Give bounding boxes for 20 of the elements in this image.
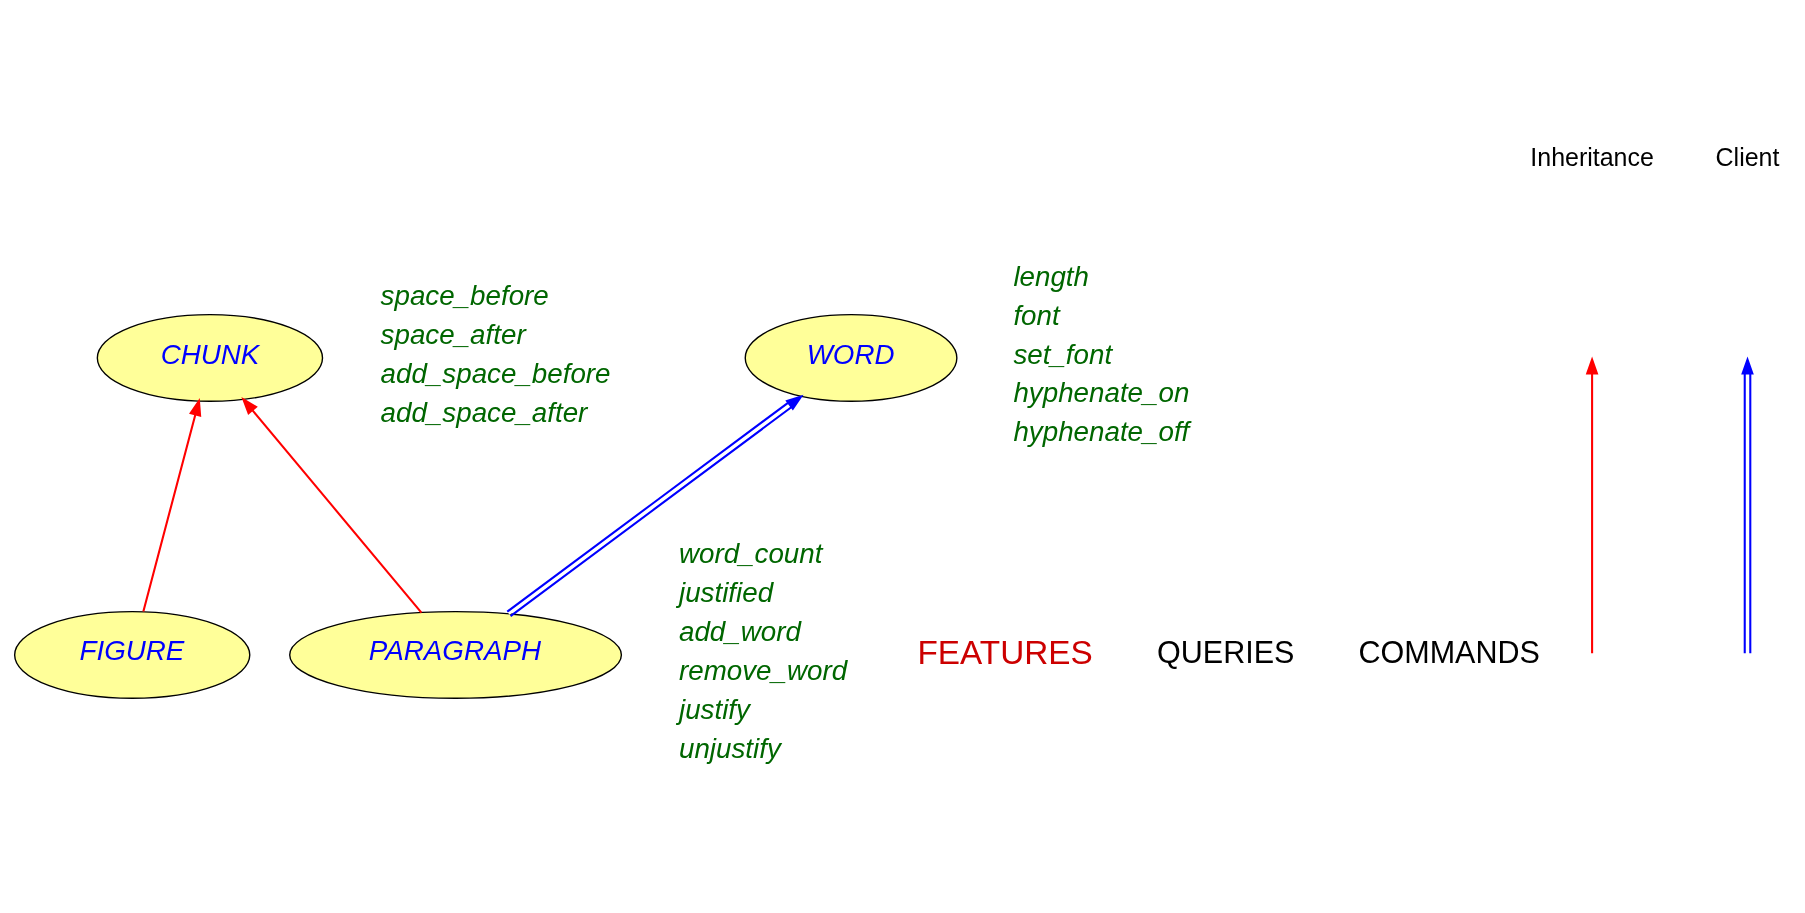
legend-label: Client xyxy=(1715,142,1780,171)
node-label: word_count xyxy=(678,538,823,570)
node-label: justify xyxy=(678,693,750,725)
node-label: set_font xyxy=(1013,338,1113,370)
legend-label: Inheritance xyxy=(1530,142,1654,171)
label: FEATURES xyxy=(917,633,1093,671)
node-label: remove_word xyxy=(678,654,848,686)
node-label: space_after xyxy=(380,319,526,351)
label: COMMANDS xyxy=(1358,634,1540,669)
node-label: justified xyxy=(678,577,774,609)
node-label: hyphenate_on xyxy=(1013,377,1190,409)
node-label: hyphenate_off xyxy=(1013,416,1190,448)
label: QUERIES xyxy=(1157,634,1295,669)
node-label: add_space_after xyxy=(380,396,588,428)
node-label: space_before xyxy=(380,280,549,312)
node-label: font xyxy=(1013,299,1060,331)
node-label: add_word xyxy=(678,616,801,648)
node-label: unjustify xyxy=(678,732,781,764)
node-label: add_space_before xyxy=(380,357,611,389)
node-label: length xyxy=(1013,260,1090,292)
